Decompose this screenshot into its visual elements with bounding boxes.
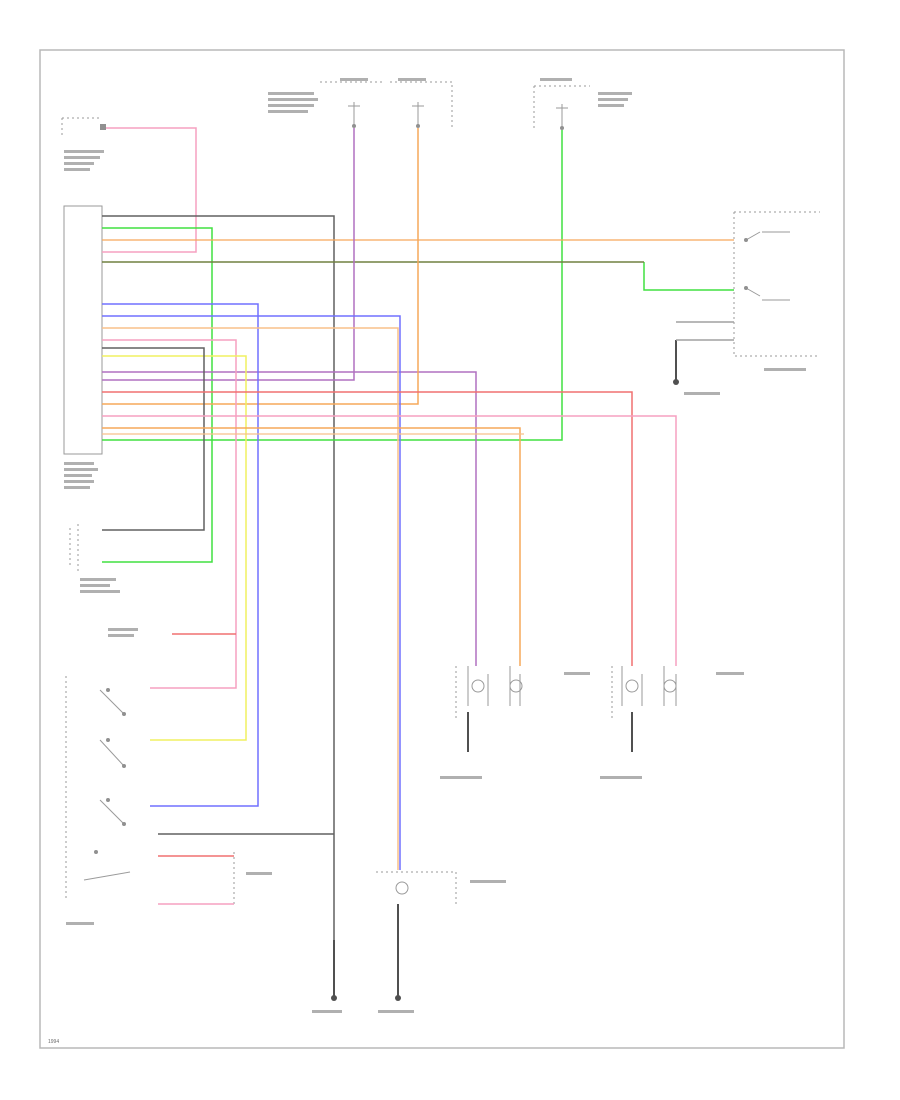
left-headlight [455,666,523,720]
wire-pink-drl-feed [102,127,197,253]
fuse-block-hot-in-on [533,85,590,130]
ground-combination-switch [673,340,679,385]
headlight-control-unit [63,205,103,455]
illegible-labels [64,78,806,1013]
wire-black-sensor [102,347,205,531]
ground-left-kick-panel [331,940,337,1001]
wire-orange-left-hl [102,427,521,666]
wire-pink-right-hl [102,415,677,666]
daytime-running-light-relay [61,117,106,138]
fuse-block-hot-at-all-times-left [320,81,384,128]
wire-blue-1 [102,303,259,807]
wire-gray-comb-ground [676,321,734,341]
diagram-code-label: 1994 [48,1039,59,1045]
lighting-switch [65,676,131,900]
wire-purple-feed [102,128,355,381]
wire-green-comb-switch [643,262,734,291]
wire-yellow [102,355,247,741]
wire-green-1 [102,227,213,563]
wire-green-ignition [102,130,563,441]
wire-pink-switch [102,339,237,689]
wire-red-right-hl [102,391,633,666]
diagram-frame [39,49,845,1049]
auto-light-sensor [69,524,79,572]
wire-blue-2 [102,315,401,870]
wire-orange-cluster [102,327,399,870]
ground-right-kick-panel [395,904,401,1001]
wire-purple-left-hl [102,371,477,666]
right-headlight [611,666,677,720]
wire-orange-feed [102,128,419,405]
combination-switch [733,211,820,357]
instrument-cluster-high-beam-indicator [376,871,457,904]
fuse-block-hot-at-all-times-right [390,81,453,130]
wire-black-main [102,215,335,940]
